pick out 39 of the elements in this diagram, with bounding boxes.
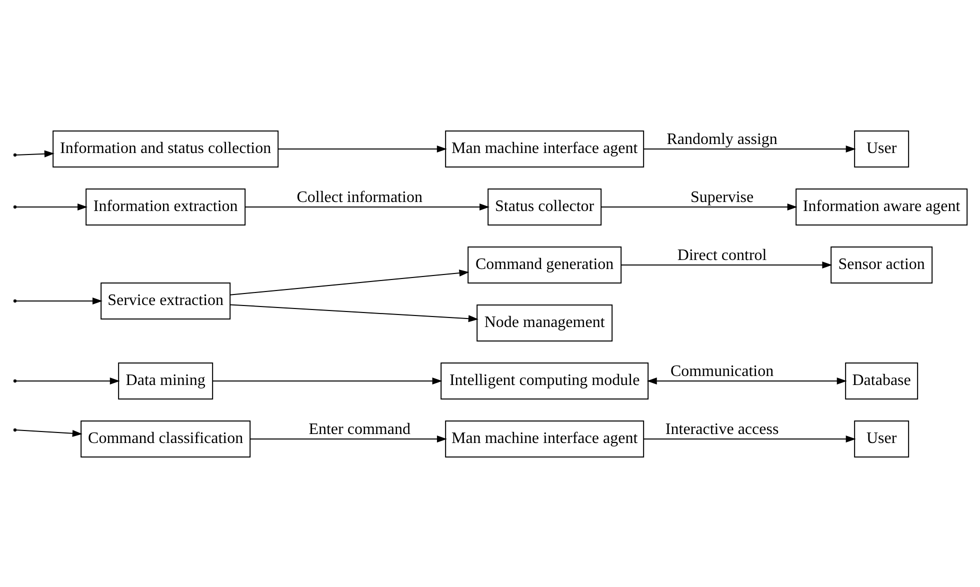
arrow xyxy=(620,261,832,268)
arrow xyxy=(15,429,82,436)
node-box: User xyxy=(854,420,909,457)
arrow xyxy=(15,297,102,304)
node-box: Sensor action xyxy=(830,246,932,283)
arrow xyxy=(249,435,446,442)
node-box: Intelligent computing module xyxy=(440,362,648,399)
arrow xyxy=(646,377,846,384)
node-box: Command classification xyxy=(80,420,250,457)
edge-label: Enter command xyxy=(308,420,410,438)
node-box: Data mining xyxy=(118,362,213,399)
node-box: Command generation xyxy=(467,246,622,283)
arrow xyxy=(15,203,88,210)
node-box: Information and status collection xyxy=(52,130,278,167)
edge-label: Direct control xyxy=(676,246,766,264)
edge-label: Supervise xyxy=(690,188,754,206)
node-box: Man machine interface agent xyxy=(444,420,644,457)
node-box: Information aware agent xyxy=(795,188,968,225)
arrow xyxy=(229,269,469,295)
node-box: Database xyxy=(844,362,918,399)
node-box: User xyxy=(854,130,909,167)
arrow xyxy=(229,304,478,322)
arrow xyxy=(212,377,442,384)
node-box: Man machine interface agent xyxy=(444,130,644,167)
edge-label: Collect information xyxy=(296,188,422,206)
arrow xyxy=(600,203,797,210)
arrow xyxy=(15,377,120,384)
edge-label: Randomly assign xyxy=(666,130,777,148)
node-box: Service extraction xyxy=(100,282,230,319)
node-box: Information extraction xyxy=(85,188,246,225)
arrow xyxy=(642,145,856,152)
arrow xyxy=(642,435,856,442)
edge-label: Interactive access xyxy=(664,420,778,438)
edge-label: Communication xyxy=(670,362,774,380)
node-box: Status collector xyxy=(487,188,602,225)
node-box: Node management xyxy=(476,304,612,341)
arrow xyxy=(244,203,490,210)
arrow xyxy=(15,150,54,157)
arrow xyxy=(277,145,446,152)
